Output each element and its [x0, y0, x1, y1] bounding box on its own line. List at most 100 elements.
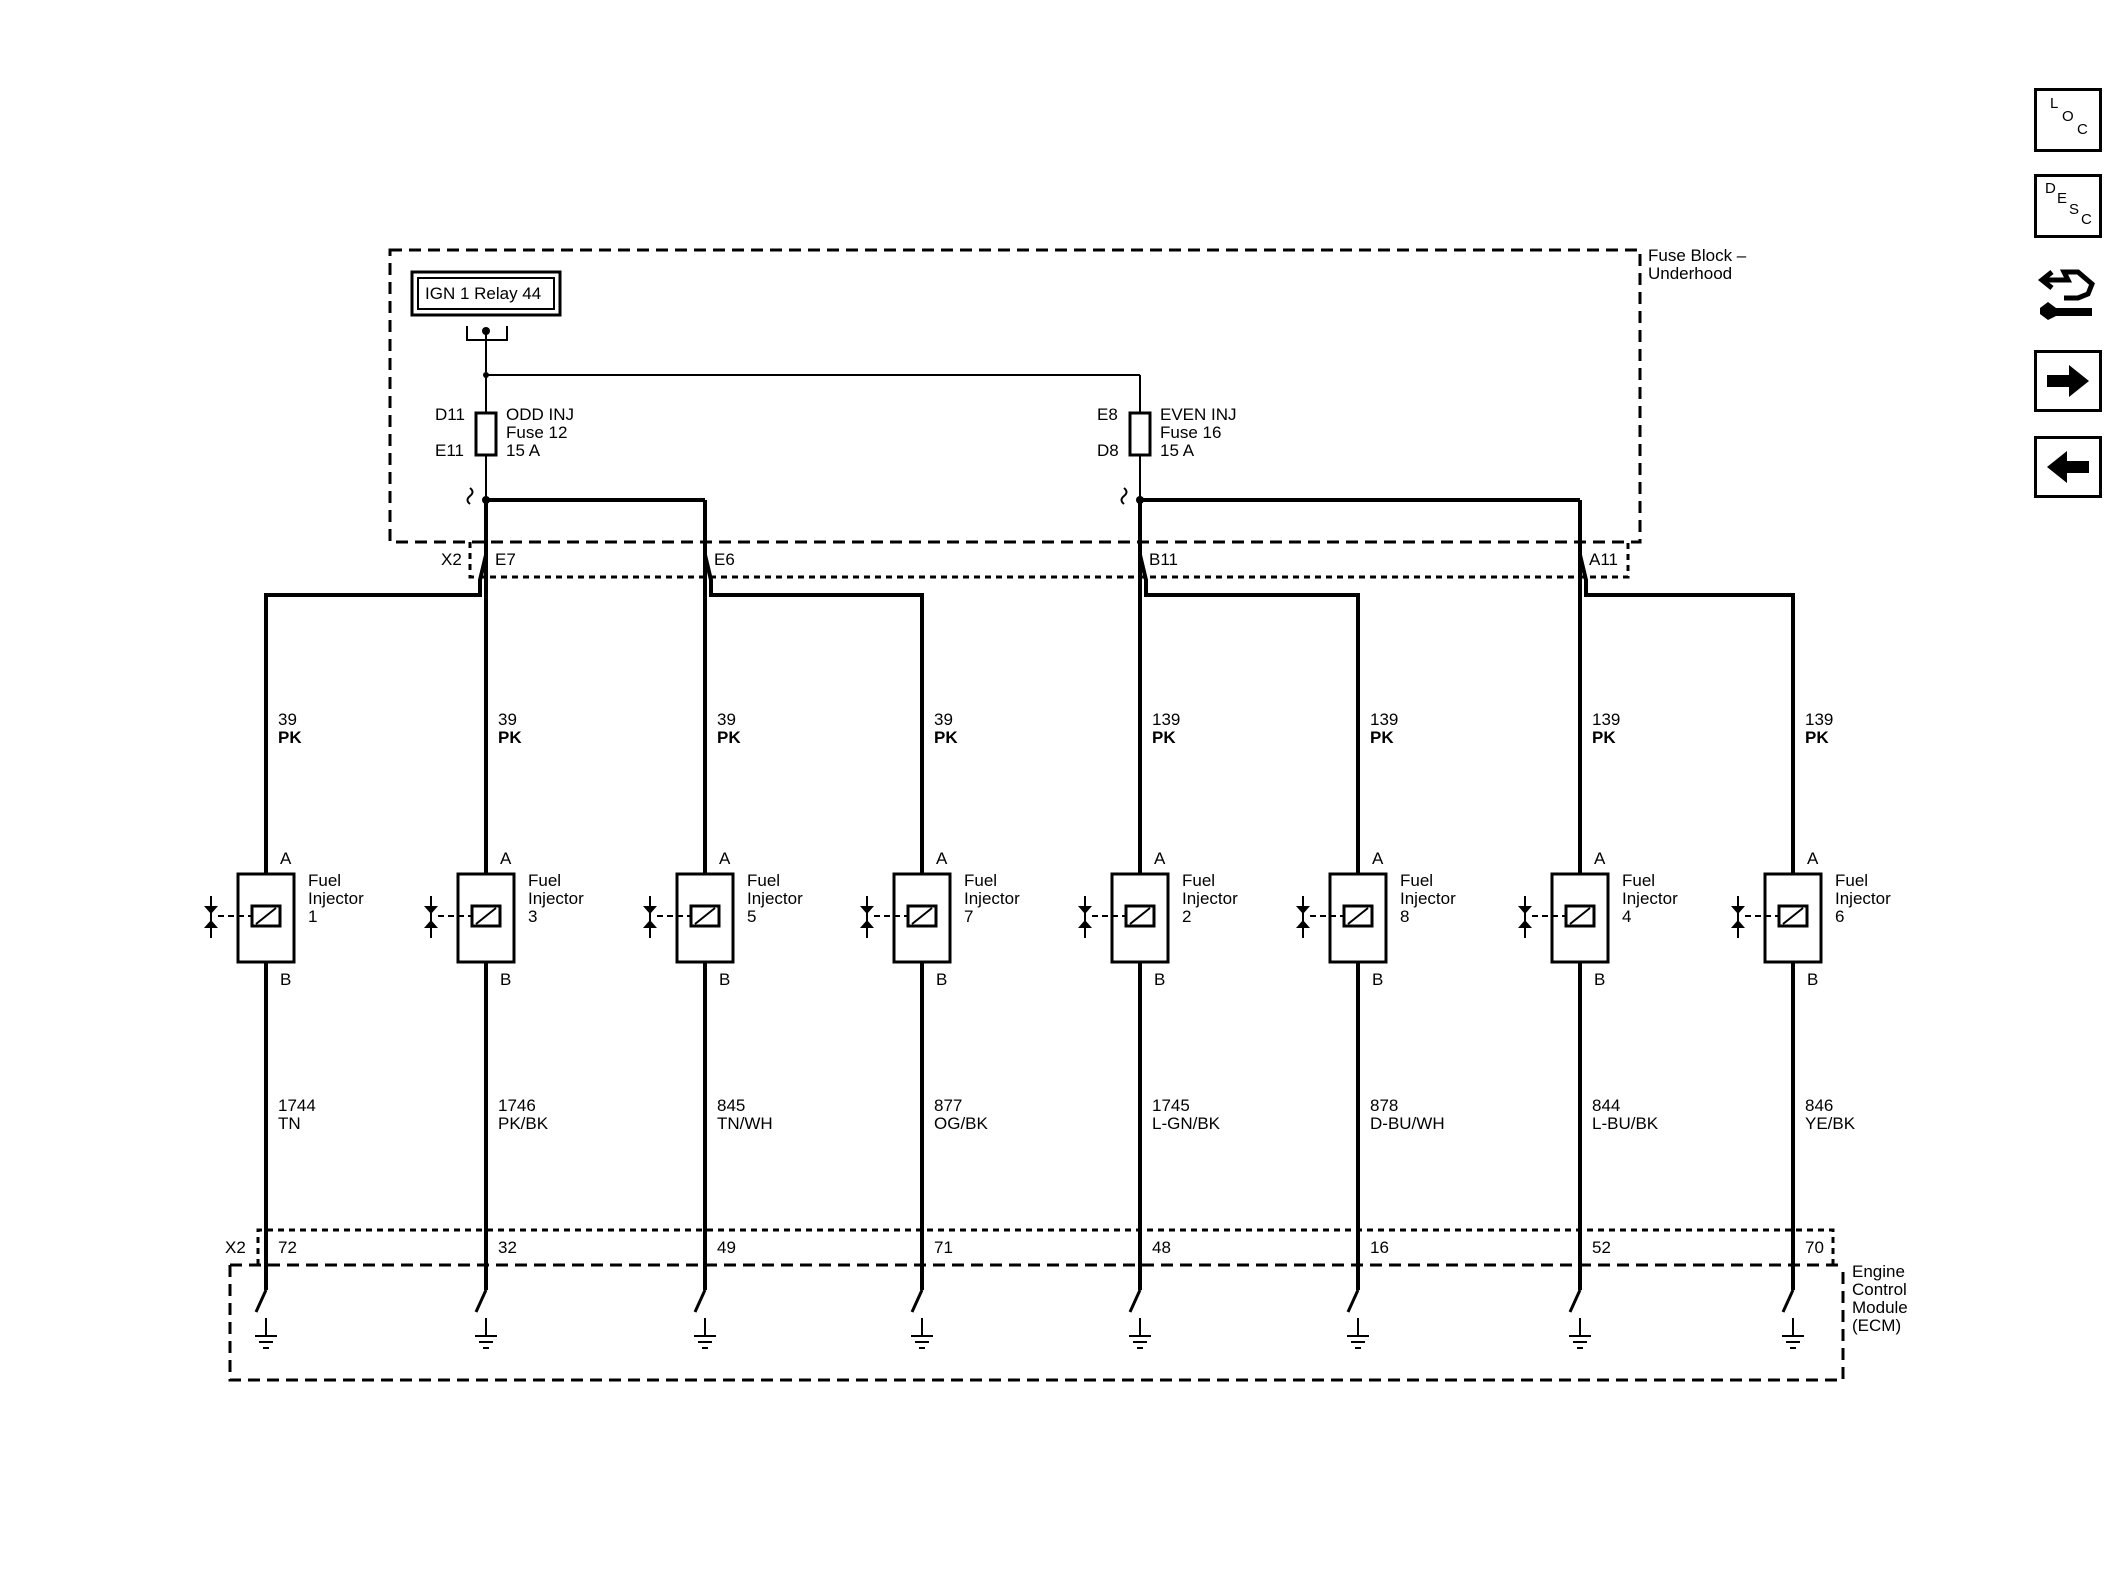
connector-tool-button[interactable]: [2034, 258, 2100, 326]
connector-pin: E7: [495, 550, 516, 569]
previous-page-button[interactable]: [2034, 436, 2102, 498]
arrow-right-icon: [2047, 365, 2089, 397]
injector-name: Fuel: [308, 871, 341, 890]
control-wire-color: TN/WH: [717, 1114, 773, 1133]
injector-pin-b: B: [500, 970, 511, 989]
driver-switch: [693, 1289, 707, 1313]
valve-arrow-down: [643, 906, 657, 914]
injector-coil-slash: [911, 907, 933, 925]
fuse-block-underhood: Fuse Block – Underhood IGN 1 Relay 44 D1…: [388, 246, 1747, 555]
control-wire-color: L-BU/BK: [1592, 1114, 1659, 1133]
injector-number: 8: [1400, 907, 1409, 926]
fuse-number: Fuse 16: [1160, 423, 1221, 442]
fuse-name: ODD INJ: [506, 405, 574, 424]
injector-pin-b: B: [280, 970, 291, 989]
driver-switch: [474, 1289, 488, 1313]
injector-name: Fuel: [528, 871, 561, 890]
driver-switch: [1346, 1289, 1360, 1313]
injector-pin-b: B: [1807, 970, 1818, 989]
injector-coil-slash: [1129, 907, 1151, 925]
desc-letter: E: [2057, 190, 2068, 207]
control-circuit-number: 877: [934, 1096, 962, 1115]
injector-pin-a: A: [719, 849, 731, 868]
ecm-pin: 48: [1128, 1238, 1171, 1349]
valve-arrow-up: [1518, 920, 1532, 928]
location-button[interactable]: L O C: [2034, 88, 2102, 152]
ecm-pin-number: 70: [1805, 1238, 1824, 1257]
injector-name: Fuel: [1835, 871, 1868, 890]
injector-number: 2: [1182, 907, 1191, 926]
injector-pin-a: A: [280, 849, 292, 868]
ecm-pin: 16: [1346, 1238, 1389, 1349]
fuse-number: Fuse 12: [506, 423, 567, 442]
injector-name-2: Injector: [964, 889, 1020, 908]
fuse-rating: 15 A: [506, 441, 541, 460]
desc-letter: C: [2081, 211, 2092, 228]
injector-name: Fuel: [964, 871, 997, 890]
injector-name-2: Injector: [308, 889, 364, 908]
valve-arrow-down: [1518, 906, 1532, 914]
injector-pin-a: A: [1594, 849, 1606, 868]
control-wire-color: TN: [278, 1114, 301, 1133]
injector-pin-a: A: [936, 849, 948, 868]
control-circuit-number: 846: [1805, 1096, 1833, 1115]
injector-coil-slash: [1782, 907, 1804, 925]
injector-name-2: Injector: [1400, 889, 1456, 908]
injector-number: 6: [1835, 907, 1844, 926]
ecm-connector-label: X2: [225, 1238, 246, 1257]
supply-circuit-number: 139: [1592, 710, 1620, 729]
control-wire-color: L-GN/BK: [1152, 1114, 1221, 1133]
fuse-name: EVEN INJ: [1160, 405, 1237, 424]
fuse-pin-top: E8: [1097, 405, 1118, 424]
next-page-button[interactable]: [2034, 350, 2102, 412]
valve-arrow-up: [424, 920, 438, 928]
ecm-label-4: (ECM): [1852, 1316, 1901, 1335]
ecm-pin: 72: [254, 1238, 297, 1349]
driver-switch: [1128, 1289, 1142, 1313]
arrow-left-icon: [2047, 451, 2089, 483]
control-wire-color: OG/BK: [934, 1114, 989, 1133]
control-circuit-number: 1745: [1152, 1096, 1190, 1115]
supply-circuit-number: 139: [1152, 710, 1180, 729]
injector-number: 3: [528, 907, 537, 926]
ecm-pin: 52: [1568, 1238, 1611, 1349]
supply-wire-color: PK: [1805, 728, 1829, 747]
control-wire-color: D-BU/WH: [1370, 1114, 1445, 1133]
fuse-rating: 15 A: [1160, 441, 1195, 460]
connector-pin: A11: [1589, 550, 1618, 569]
injector-group: 39PKABFuelInjector11744TN39PKABFuelInjec…: [204, 710, 1891, 1133]
connector-label: X2: [441, 550, 462, 569]
injector-pin-b: B: [1154, 970, 1165, 989]
injector-coil-slash: [475, 907, 497, 925]
supply-wire-color: PK: [1592, 728, 1616, 747]
description-button[interactable]: D E S C: [2034, 174, 2102, 238]
injector-name: Fuel: [1622, 871, 1655, 890]
valve-arrow-down: [1731, 906, 1745, 914]
supply-wire-color: PK: [1152, 728, 1176, 747]
control-circuit-number: 1744: [278, 1096, 316, 1115]
supply-circuit-number: 39: [498, 710, 517, 729]
driver-switch: [1568, 1289, 1582, 1313]
loc-letter: O: [2062, 108, 2074, 125]
desc-letter: D: [2045, 180, 2056, 197]
ecm-pin: 32: [474, 1238, 517, 1349]
supply-circuit-number: 139: [1370, 710, 1398, 729]
supply-wire-color: PK: [498, 728, 522, 747]
ecm-label-2: Control: [1852, 1280, 1907, 1299]
injector-pin-a: A: [1807, 849, 1819, 868]
connector-tool-icon: [2037, 269, 2095, 320]
ecm-pin: 71: [910, 1238, 953, 1349]
supply-circuit-number: 39: [934, 710, 953, 729]
desc-letter: S: [2069, 201, 2080, 218]
valve-arrow-down: [860, 906, 874, 914]
supply-wire-color: PK: [1370, 728, 1394, 747]
supply-circuit-number: 39: [717, 710, 736, 729]
injector-name-2: Injector: [747, 889, 803, 908]
injector-name: Fuel: [747, 871, 780, 890]
